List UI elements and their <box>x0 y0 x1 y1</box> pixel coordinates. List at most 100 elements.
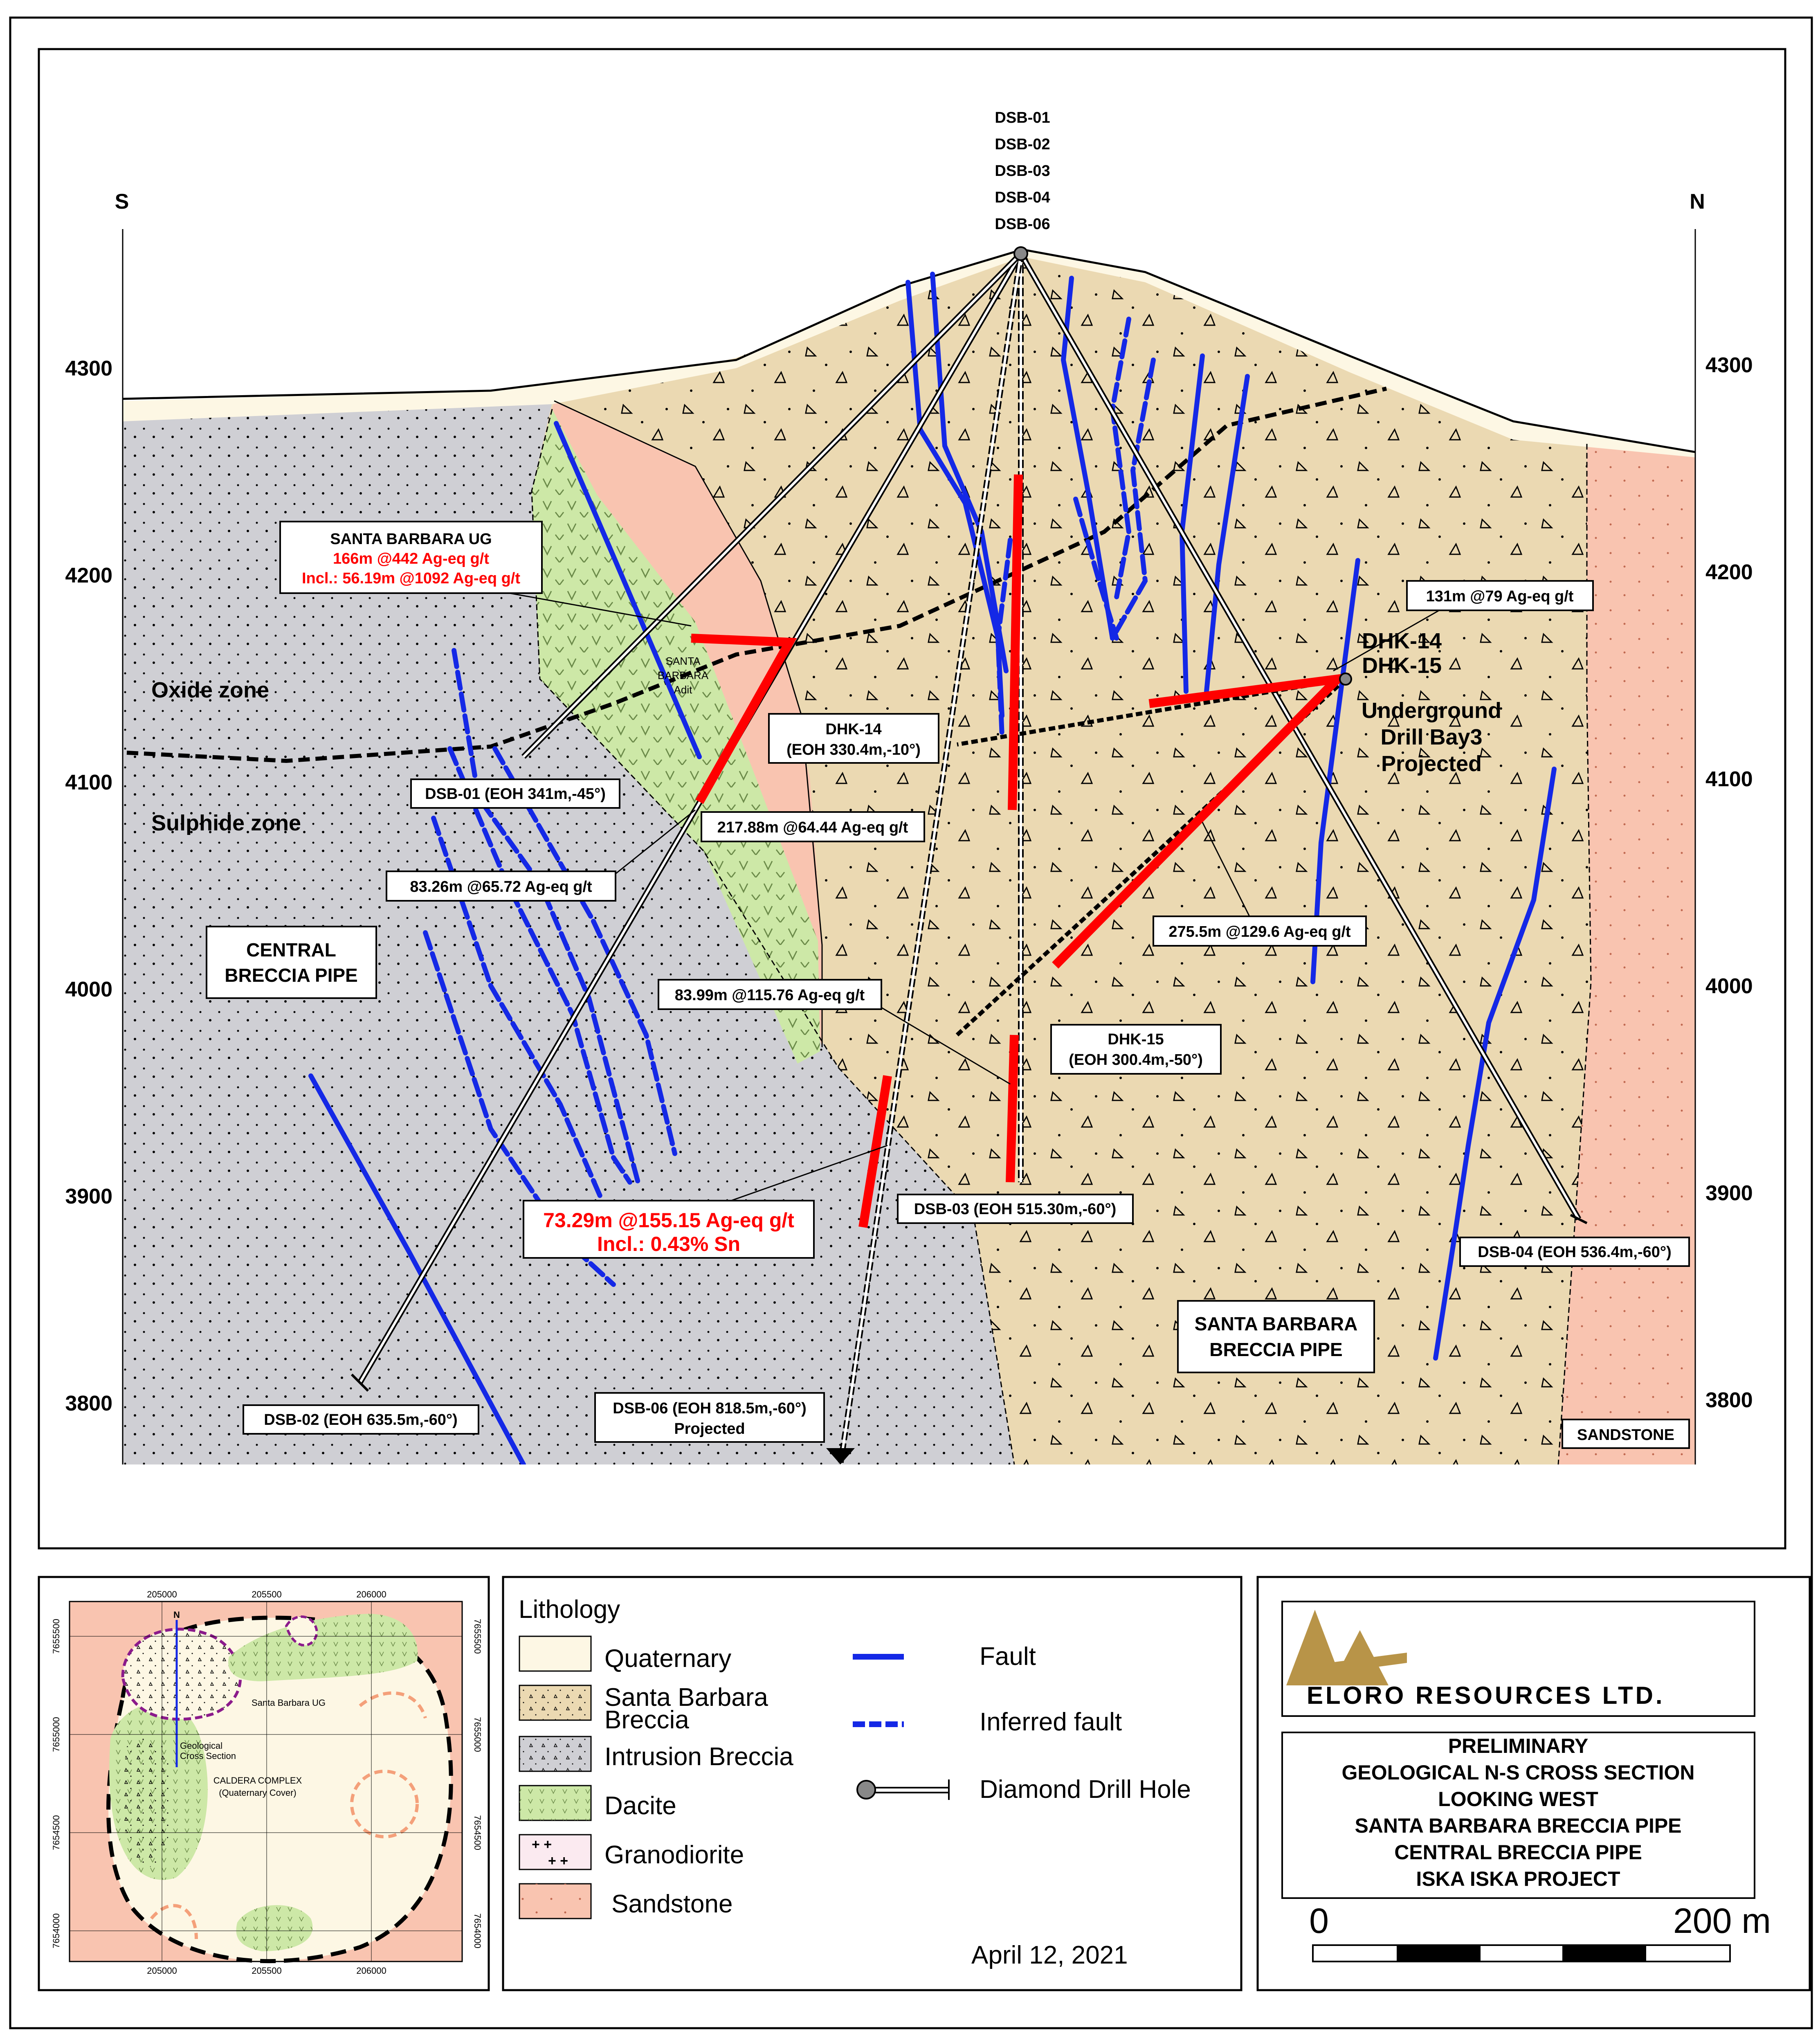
map-x-tick-bottom: 206000 <box>356 1966 386 1976</box>
map-xsec-2: Cross Section <box>180 1751 236 1761</box>
adit-line3: Adit <box>674 684 693 696</box>
scale-start: 0 <box>1309 1901 1329 1941</box>
elev-right: 4200 <box>1705 560 1753 584</box>
map-y-tick-right: 7655000 <box>472 1717 483 1752</box>
map-x-tick: 206000 <box>356 1589 386 1599</box>
ug-bay-line1: Underground <box>1362 698 1501 723</box>
dsb06-label-2: Projected <box>674 1420 745 1437</box>
map-caldera-1: CALDERA COMPLEX <box>213 1775 302 1786</box>
sb-pipe-line2: BRECCIA PIPE <box>1209 1339 1342 1360</box>
sandstone-box <box>1562 1419 1690 1449</box>
collar-hole-3: DSB-03 <box>995 162 1050 180</box>
intercept-73m: 73.29m @155.15 Ag-eq g/t <box>543 1209 794 1232</box>
collar-hole-2: DSB-02 <box>995 136 1050 153</box>
legend-label-quaternary: Quaternary <box>604 1644 731 1673</box>
map-caldera-2: (Quaternary Cover) <box>219 1788 297 1798</box>
title-line-5: CENTRAL BRECCIA PIPE <box>1394 1841 1642 1864</box>
map-y-tick-right: 7654000 <box>472 1913 483 1948</box>
map-north-label: N <box>173 1610 180 1620</box>
map-x-tick: 205500 <box>252 1589 281 1599</box>
elev-right: 3800 <box>1705 1388 1753 1412</box>
map-y-tick: 7654000 <box>51 1913 61 1948</box>
intercept-217m: 217.88m @64.44 Ag-eq g/t <box>717 819 908 836</box>
drill-holes <box>351 252 1588 1464</box>
elevation-axis-left: 4300 4200 4100 4000 3900 3800 <box>65 357 112 1415</box>
ug-bay-line3: Projected <box>1381 751 1482 776</box>
legend-label-sandstone: Sandstone <box>611 1890 732 1918</box>
elev-right: 3900 <box>1705 1181 1753 1205</box>
legend-ddh-symbol <box>856 1780 876 1800</box>
intercepts <box>691 474 1350 1228</box>
intercept-73m-sn: Incl.: 0.43% Sn <box>597 1233 740 1255</box>
elev-left: 4000 <box>65 978 112 1001</box>
ug-bay-line2: Drill Bay3 <box>1380 725 1482 749</box>
dhk15-label-2: (EOH 300.4m,-50°) <box>1069 1051 1203 1068</box>
elev-left: 3800 <box>65 1392 112 1415</box>
central-pipe-line1: CENTRAL <box>246 939 336 961</box>
sb-ug-line1: 166m @442 Ag-eq g/t <box>333 550 489 567</box>
legend-label-intrusion: Intrusion Breccia <box>604 1743 793 1771</box>
sb-ug-title: SANTA BARBARA UG <box>330 531 492 548</box>
legend-dacite: Dacite <box>519 1785 676 1821</box>
legend-label-sb-2: Breccia <box>604 1706 689 1734</box>
legend-granodiorite: + + + + Granodiorite <box>519 1834 744 1870</box>
dhk15-label-1: DHK-15 <box>1108 1031 1164 1048</box>
collar-hole-1: DSB-01 <box>995 109 1050 126</box>
map-x-tick-bottom: 205000 <box>147 1966 177 1976</box>
scale-end: 200 m <box>1673 1901 1771 1941</box>
oxide-sulphide-boundary <box>126 387 1387 763</box>
legend-inferred-label: Inferred fault <box>980 1708 1122 1736</box>
collar-hole-4: DSB-04 <box>995 189 1050 206</box>
legend-sb-breccia: Santa Barbara Breccia <box>519 1683 768 1734</box>
legend-label-dacite: Dacite <box>604 1792 676 1820</box>
sb-ug-line2: Incl.: 56.19m @1092 Ag-eq g/t <box>302 570 520 587</box>
map-y-tick: 7655000 <box>51 1717 61 1752</box>
map-sb-ug: Santa Barbara UG <box>252 1698 326 1708</box>
adit-line2: BARBARA <box>658 669 709 682</box>
map-x-tick: 205000 <box>147 1589 177 1599</box>
dhk14-label-2: (EOH 330.4m,-10°) <box>786 741 921 758</box>
dhk14-label-1: DHK-14 <box>825 721 881 738</box>
ug-drill-bay-collar <box>1339 673 1352 686</box>
intercept-83-26m: 83.26m @65.72 Ag-eq g/t <box>410 878 592 895</box>
map-x-tick-bottom: 205500 <box>252 1966 281 1976</box>
dsb01-label: DSB-01 (EOH 341m,-45°) <box>425 785 606 803</box>
title-block: ELORO RESOURCES LTD. PRELIMINARY GEOLOGI… <box>1256 1576 1811 1991</box>
map-y-tick-right: 7655500 <box>472 1619 483 1654</box>
svg-text:+ +: + + <box>532 1837 552 1852</box>
section-frame <box>38 48 1786 1550</box>
elev-left: 4200 <box>65 564 112 587</box>
map-y-tick-right: 7654500 <box>472 1815 483 1850</box>
legend-fault-label: Fault <box>980 1642 1036 1671</box>
dhk-collar-2: DHK-15 <box>1362 653 1442 678</box>
compass-south: S <box>115 190 129 214</box>
oxide-zone-label: Oxide zone <box>151 678 269 702</box>
dhk-collar-1: DHK-14 <box>1362 629 1442 653</box>
collar-hole-list: DSB-01 DSB-02 DSB-03 DSB-04 DSB-06 <box>995 109 1050 233</box>
central-pipe-box <box>206 926 377 999</box>
intercept-83-99m: 83.99m @115.76 Ag-eq g/t <box>675 987 865 1004</box>
map-y-tick: 7655500 <box>51 1619 61 1654</box>
legend-ddh-label: Diamond Drill Hole <box>980 1775 1191 1804</box>
elev-right: 4000 <box>1705 974 1753 998</box>
title-line-2: GEOLOGICAL N-S CROSS SECTION <box>1341 1761 1694 1784</box>
legend-label-granodiorite: Granodiorite <box>604 1841 744 1869</box>
collar-hole-5: DSB-06 <box>995 216 1050 233</box>
central-pipe-line2: BRECCIA PIPE <box>225 965 357 986</box>
legend: Lithology Quaternary Santa Barbara Brecc… <box>502 1576 1243 1991</box>
elev-left: 3900 <box>65 1185 112 1208</box>
sulphide-zone-label: Sulphide zone <box>151 811 301 835</box>
dsb06-label-1: DSB-06 (EOH 818.5m,-60°) <box>613 1400 806 1417</box>
title-line-3: LOOKING WEST <box>1438 1788 1598 1811</box>
geology-section <box>123 248 1695 1464</box>
svg-text:+ +: + + <box>548 1853 568 1869</box>
dsb02-label: DSB-02 (EOH 635.5m,-60°) <box>264 1411 457 1428</box>
legend-intrusion-breccia: Intrusion Breccia <box>519 1736 793 1772</box>
figure-date: April 12, 2021 <box>971 1941 1128 1969</box>
title-line-6: ISKA ISKA PROJECT <box>1416 1867 1620 1890</box>
adit-label: SANTA BARBARA Adit <box>658 655 709 696</box>
elev-left: 4100 <box>65 771 112 794</box>
sb-pipe-box <box>1177 1300 1375 1373</box>
map-xsec-1: Geological <box>180 1741 222 1751</box>
